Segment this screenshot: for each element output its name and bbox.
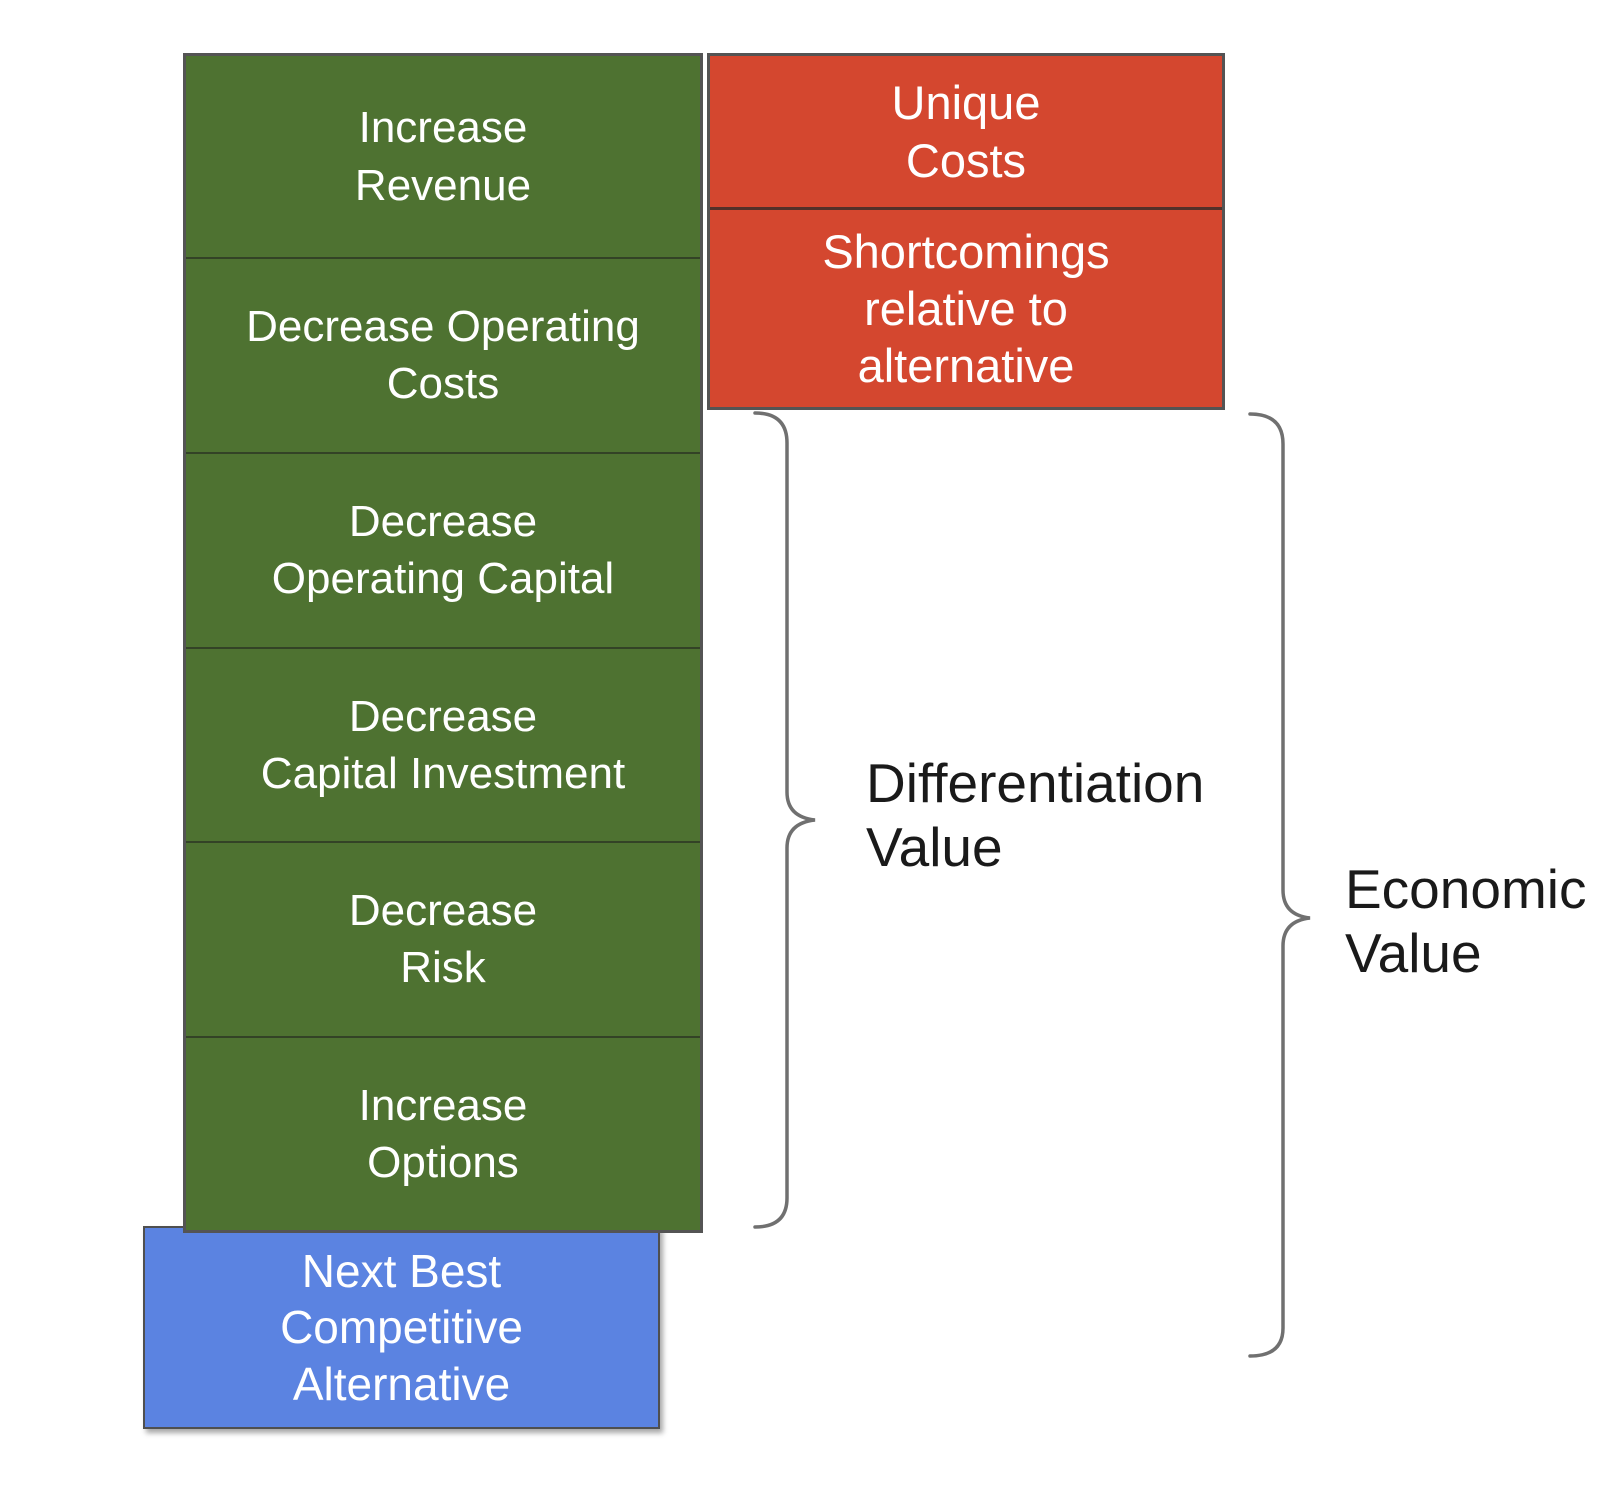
economic-value-brace [1248, 412, 1311, 1358]
segment-increase-options: Increase Options [186, 1035, 700, 1230]
cost-column: Unique Costs Shortcomings relative to al… [707, 53, 1225, 410]
segment-unique-costs: Unique Costs [891, 76, 1041, 187]
segment-decrease-capital-investment: Decrease Capital Investment [186, 646, 700, 841]
value-drivers-column: Increase Revenue Decrease Operating Cost… [183, 53, 703, 1233]
segment-decrease-operating-capital: Decrease Operating Capital [186, 451, 700, 647]
segment-decrease-operating-costs: Decrease Operating Costs [186, 257, 700, 451]
next-best-alternative-box: Next Best Competitive Alternative [143, 1226, 660, 1429]
differentiation-value-brace [753, 411, 816, 1229]
differentiation-value-label: Differentiation Value [866, 752, 1205, 878]
segment-shortcomings: Shortcomings relative to alternative [710, 207, 1222, 407]
economic-value-label: Economic Value [1345, 858, 1587, 984]
segment-decrease-risk: Decrease Risk [186, 841, 700, 1035]
segment-increase-revenue: Increase Revenue [354, 103, 532, 210]
